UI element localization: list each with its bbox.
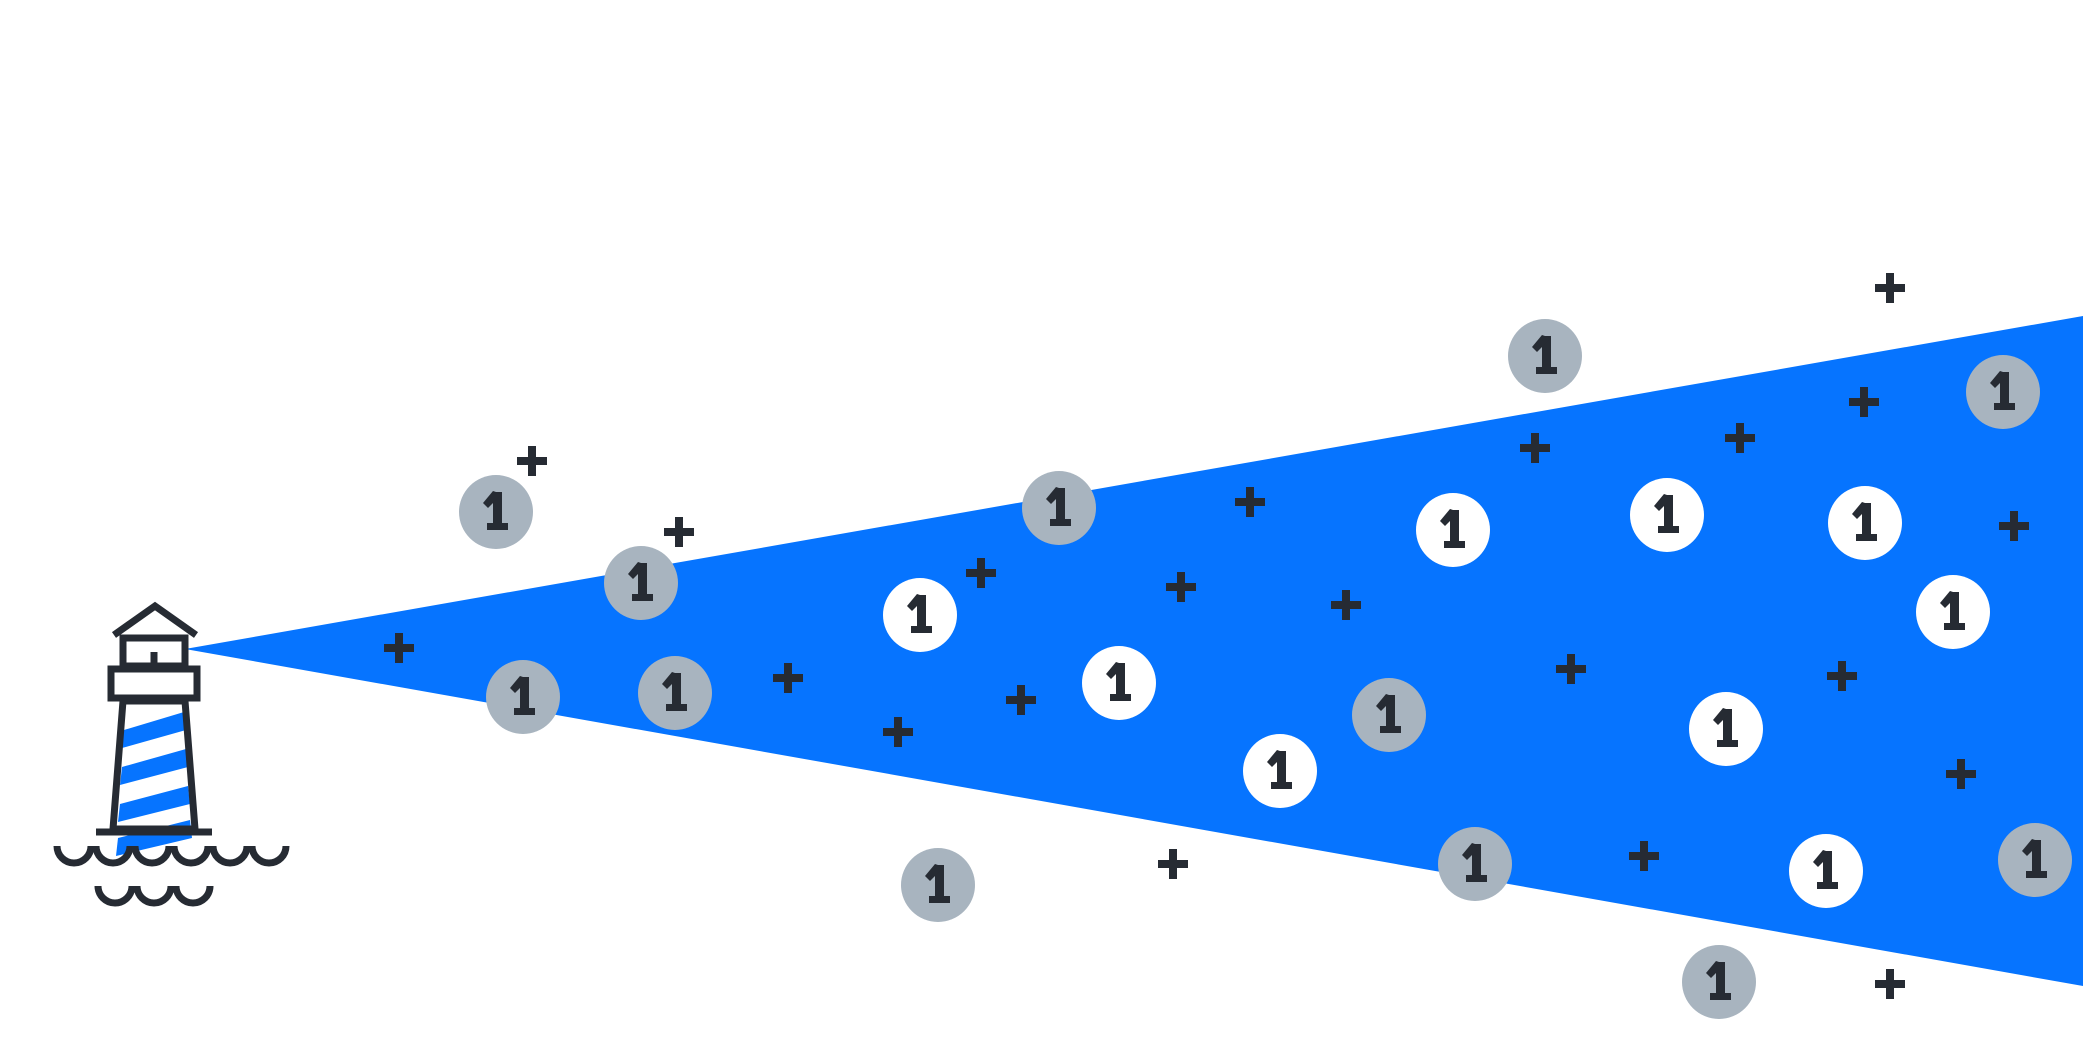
plus-sparkle-icon <box>1725 423 1755 453</box>
coin-glyph <box>510 676 535 715</box>
plus-sparkle-icon <box>1158 849 1188 879</box>
coin-glyph <box>1990 371 2015 410</box>
coin-one-icon <box>486 660 560 734</box>
lighthouse-stripe <box>122 712 186 748</box>
coin-glyph <box>907 594 932 633</box>
plus-sparkle-icon <box>1520 433 1550 463</box>
plus-sparkle-icon <box>1556 654 1586 684</box>
wave <box>248 845 290 867</box>
wave <box>92 845 134 867</box>
wave <box>170 845 212 867</box>
plus-sparkle-icon <box>1629 841 1659 871</box>
coin-glyph <box>628 562 653 601</box>
coin-glyph <box>662 672 687 711</box>
coin-glyph <box>1852 502 1877 541</box>
coin-glyph <box>1106 662 1131 701</box>
coin-one-icon <box>1082 646 1156 720</box>
coins-layer <box>459 319 2072 1019</box>
coin-one-icon <box>638 656 712 730</box>
plus-sparkle-icon <box>1827 661 1857 691</box>
coin-one-icon <box>1022 471 1096 545</box>
plus-sparkle-icon <box>1999 511 2029 541</box>
coin-glyph <box>925 864 950 903</box>
coin-one-icon <box>459 475 533 549</box>
lighthouse-stripe <box>120 749 188 785</box>
coin-glyph <box>1813 850 1838 889</box>
coin-glyph <box>1376 694 1401 733</box>
coin-one-icon <box>1789 834 1863 908</box>
plus-sparkle-icon <box>966 558 996 588</box>
wave <box>133 885 175 907</box>
wave <box>209 845 251 867</box>
coin-one-icon <box>1630 478 1704 552</box>
coin-one-icon <box>1966 355 2040 429</box>
plus-sparkle-icon <box>1331 590 1361 620</box>
coin-glyph <box>2022 839 2047 878</box>
plus-sparkle-icon <box>883 717 913 747</box>
coin-one-icon <box>901 848 975 922</box>
plus-sparkle-icon <box>1946 759 1976 789</box>
coin-glyph <box>1440 509 1465 548</box>
coin-one-icon <box>1508 319 1582 393</box>
plus-sparkle-icon <box>1235 487 1265 517</box>
waves-icon <box>53 845 290 907</box>
coin-glyph <box>1046 487 1071 526</box>
coin-glyph <box>1532 335 1557 374</box>
coin-one-icon <box>883 578 957 652</box>
coin-glyph <box>1654 494 1679 533</box>
plus-sparkle-icon <box>1166 572 1196 602</box>
plus-sparkle-icon <box>1006 685 1036 715</box>
coin-one-icon <box>1352 678 1426 752</box>
coin-glyph <box>483 491 508 530</box>
coin-one-icon <box>1438 827 1512 901</box>
coin-one-icon <box>1828 486 1902 560</box>
plus-sparkle-icon <box>1875 273 1905 303</box>
plus-sparkle-icon <box>664 517 694 547</box>
wave <box>94 885 136 907</box>
wave <box>131 845 173 867</box>
sparkles-layer <box>384 273 2029 999</box>
coin-one-icon <box>1998 823 2072 897</box>
wave <box>172 885 214 907</box>
coin-glyph <box>1713 708 1738 747</box>
coin-glyph <box>1462 843 1487 882</box>
coin-glyph <box>1267 750 1292 789</box>
coin-glyph <box>1706 961 1731 1000</box>
lighthouse-stripe <box>118 786 190 822</box>
coin-glyph <box>1940 591 1965 630</box>
plus-sparkle-icon <box>1849 387 1879 417</box>
coin-one-icon <box>1916 575 1990 649</box>
coin-one-icon <box>1689 692 1763 766</box>
plus-sparkle-icon <box>1875 969 1905 999</box>
plus-sparkle-icon <box>773 663 803 693</box>
coin-one-icon <box>1243 734 1317 808</box>
plus-sparkle-icon <box>517 446 547 476</box>
lighthouse-roof <box>111 601 199 638</box>
wave <box>53 845 95 867</box>
coin-one-icon <box>1682 945 1756 1019</box>
coin-one-icon <box>604 546 678 620</box>
coin-one-icon <box>1416 493 1490 567</box>
plus-sparkle-icon <box>384 633 414 663</box>
